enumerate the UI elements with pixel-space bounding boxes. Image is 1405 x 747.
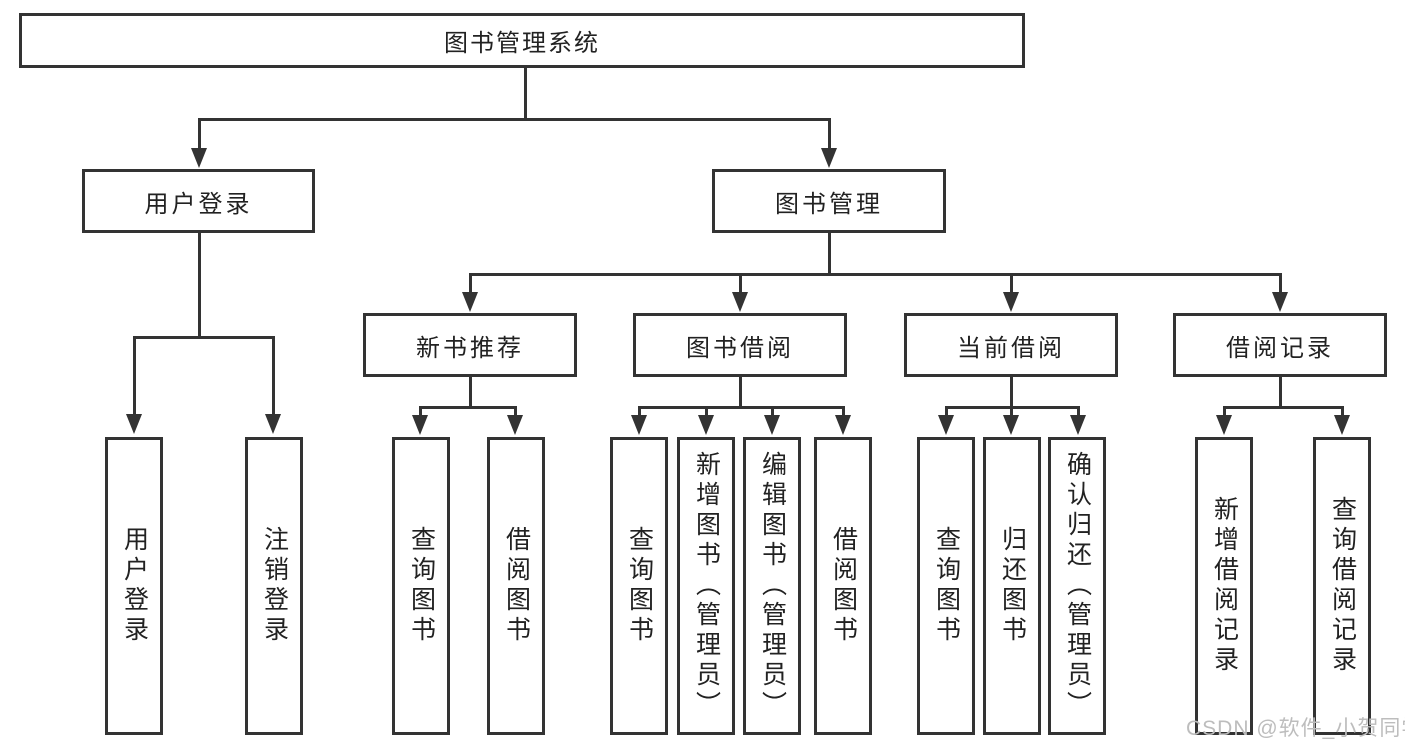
connector-line <box>945 406 948 417</box>
node-book-borrow-label: 图书借阅 <box>686 334 794 362</box>
node-current-borrow-label: 当前借阅 <box>957 334 1065 362</box>
connector-line <box>133 336 136 416</box>
leaf-borrow-books-recommend-label: 借阅图书 <box>502 526 531 646</box>
node-borrow-records: 借阅记录 <box>1173 313 1387 377</box>
arrow-down-icon <box>412 415 428 435</box>
arrow-down-icon <box>631 415 647 435</box>
arrow-down-icon <box>126 414 142 434</box>
connector-line <box>739 377 742 406</box>
arrow-down-icon <box>1216 415 1232 435</box>
leaf-return-books: 归还图书 <box>983 437 1041 735</box>
leaf-query-books-borrow: 查询图书 <box>610 437 668 735</box>
connector-line <box>1077 406 1080 417</box>
connector-line <box>419 406 517 409</box>
connector-line <box>1010 273 1013 294</box>
connector-line <box>1279 273 1282 294</box>
node-new-book-recommend-label: 新书推荐 <box>416 334 524 362</box>
arrow-down-icon <box>265 414 281 434</box>
connector-line <box>638 406 845 409</box>
connector-line <box>198 118 831 121</box>
arrow-down-icon <box>1070 415 1086 435</box>
node-root-label: 图书管理系统 <box>444 30 600 57</box>
node-root: 图书管理系统 <box>19 13 1025 68</box>
arrow-down-icon <box>835 415 851 435</box>
connector-line <box>198 118 201 150</box>
node-book-borrow: 图书借阅 <box>633 313 847 377</box>
connector-line <box>1010 406 1013 417</box>
arrow-down-icon <box>1003 415 1019 435</box>
connector-line <box>469 273 472 294</box>
leaf-query-borrow-record: 查询借阅记录 <box>1313 437 1371 735</box>
node-book-management: 图书管理 <box>712 169 946 233</box>
leaf-edit-book-admin-label: 编辑图书（管理员） <box>758 451 787 721</box>
leaf-borrow-books-2: 借阅图书 <box>814 437 872 735</box>
leaf-borrow-books-recommend: 借阅图书 <box>487 437 545 735</box>
leaf-add-borrow-record: 新增借阅记录 <box>1195 437 1253 735</box>
leaf-confirm-return-admin-label: 确认归还（管理员） <box>1063 451 1092 721</box>
connector-line <box>771 406 774 417</box>
leaf-query-books-recommend: 查询图书 <box>392 437 450 735</box>
connector-line <box>842 406 845 417</box>
connector-line <box>469 377 472 406</box>
leaf-return-books-label: 归还图书 <box>998 526 1027 646</box>
connector-line <box>739 273 742 294</box>
arrow-down-icon <box>1334 415 1350 435</box>
arrow-down-icon <box>764 415 780 435</box>
leaf-edit-book-admin: 编辑图书（管理员） <box>743 437 801 735</box>
connector-line <box>272 336 275 416</box>
arrow-down-icon <box>938 415 954 435</box>
arrow-down-icon <box>732 292 748 312</box>
leaf-query-books-recommend-label: 查询图书 <box>407 526 436 646</box>
leaf-query-borrow-record-label: 查询借阅记录 <box>1328 496 1357 676</box>
leaf-user-login-label: 用户登录 <box>120 526 149 646</box>
leaf-logout-label: 注销登录 <box>260 526 289 646</box>
connector-line <box>469 273 1281 276</box>
leaf-logout: 注销登录 <box>245 437 303 735</box>
connector-line <box>828 118 831 150</box>
leaf-add-book-admin: 新增图书（管理员） <box>677 437 735 735</box>
csdn-watermark: CSDN @软件_小贺同学 <box>1186 717 1405 740</box>
connector-line <box>1223 406 1226 417</box>
connector-line <box>1341 406 1344 417</box>
connector-line <box>1010 377 1013 406</box>
connector-line <box>133 336 275 339</box>
connector-line <box>828 233 831 273</box>
arrow-down-icon <box>698 415 714 435</box>
leaf-confirm-return-admin: 确认归还（管理员） <box>1048 437 1106 735</box>
node-borrow-records-label: 借阅记录 <box>1226 334 1334 362</box>
connector-line <box>1279 377 1282 406</box>
connector-line <box>705 406 708 417</box>
connector-line <box>524 68 527 118</box>
arrow-down-icon <box>507 415 523 435</box>
node-current-borrow: 当前借阅 <box>904 313 1118 377</box>
node-new-book-recommend: 新书推荐 <box>363 313 577 377</box>
arrow-down-icon <box>1003 292 1019 312</box>
connector-line <box>514 406 517 417</box>
leaf-query-books-current-label: 查询图书 <box>932 526 961 646</box>
arrow-down-icon <box>821 148 837 168</box>
leaf-add-borrow-record-label: 新增借阅记录 <box>1210 496 1239 676</box>
connector-line <box>638 406 641 417</box>
leaf-add-book-admin-label: 新增图书（管理员） <box>692 451 721 721</box>
leaf-query-books-current: 查询图书 <box>917 437 975 735</box>
arrow-down-icon <box>1272 292 1288 312</box>
connector-line <box>1223 406 1344 409</box>
leaf-query-books-borrow-label: 查询图书 <box>625 526 654 646</box>
leaf-user-login: 用户登录 <box>105 437 163 735</box>
node-user-login: 用户登录 <box>82 169 315 233</box>
connector-line <box>198 233 201 336</box>
arrow-down-icon <box>191 148 207 168</box>
leaf-borrow-books-2-label: 借阅图书 <box>829 526 858 646</box>
node-book-management-label: 图书管理 <box>775 190 883 218</box>
connector-line <box>419 406 422 417</box>
node-user-login-label: 用户登录 <box>144 190 253 218</box>
arrow-down-icon <box>462 292 478 312</box>
